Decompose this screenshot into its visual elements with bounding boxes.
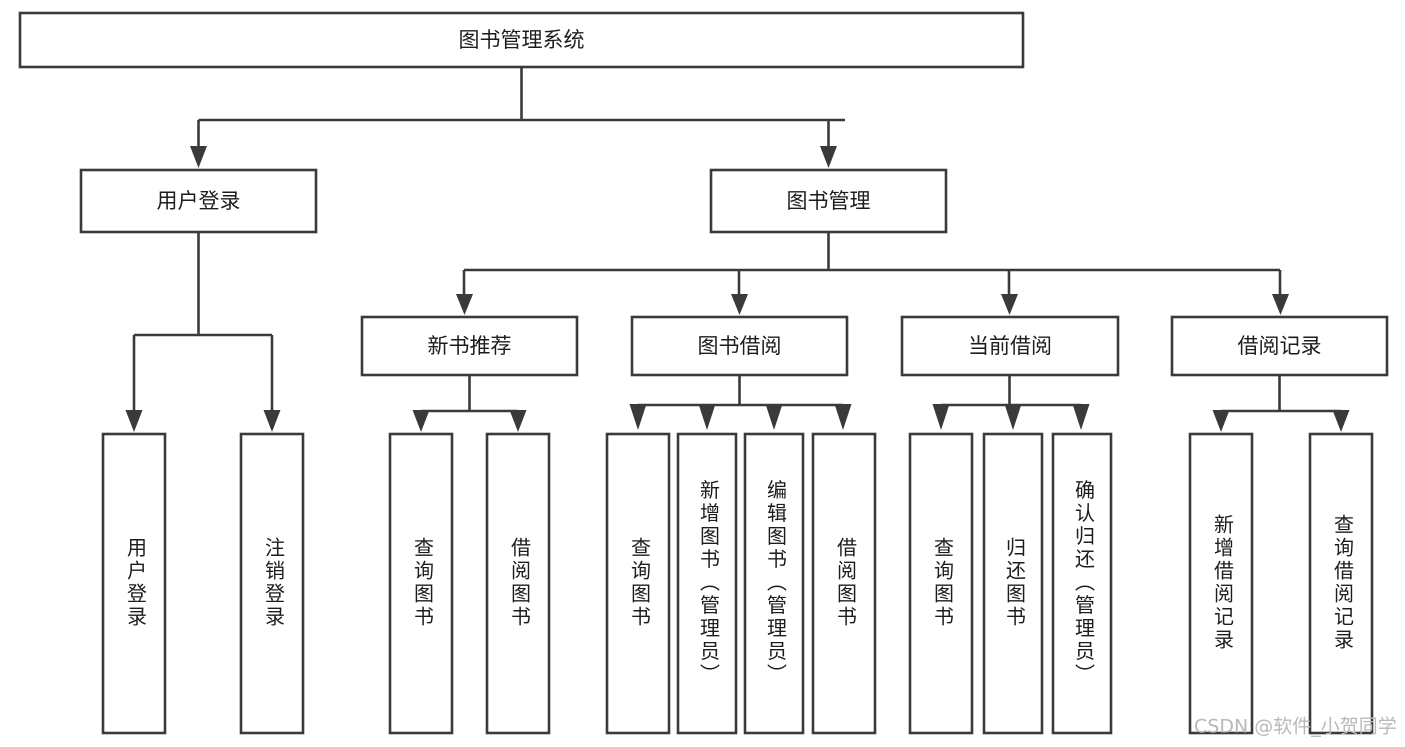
arrow-borrowrecord-to-leaf2: [1332, 410, 1350, 432]
node-leaf-rec-borrow-box[interactable]: [485, 432, 551, 735]
node-current-borrow-box[interactable]: [900, 315, 1120, 377]
node-leaf-cur-query-label: 查询图书: [931, 537, 955, 629]
arrow-bookborrow-to-leaf4: [834, 404, 852, 430]
node-leaf-borrow-query-box[interactable]: [605, 432, 671, 735]
node-leaf-borrow-query-label: 查询图书: [628, 537, 652, 629]
arrow-userlogin-to-leaf1: [125, 410, 143, 432]
node-leaf-user-login-box[interactable]: [101, 432, 167, 735]
node-root-label: 图书管理系统: [459, 28, 585, 52]
node-book-borrow-box[interactable]: [630, 315, 849, 377]
node-leaf-cur-query-box[interactable]: [908, 432, 974, 735]
node-book-manage-box[interactable]: [709, 168, 948, 234]
node-current-borrow-label: 当前借阅: [968, 334, 1052, 358]
node-leaf-rec-add[interactable]: 新增借阅记录: [1188, 432, 1254, 735]
node-leaf-user-logout[interactable]: 注销登录: [239, 432, 305, 735]
arrow-bm-to-currentborrow: [1001, 294, 1018, 315]
arrow-bookborrow-to-leaf2: [698, 404, 716, 430]
node-leaf-cur-confirm[interactable]: 确认归还（管理员）: [1051, 432, 1113, 735]
node-current-borrow[interactable]: 当前借阅: [900, 315, 1120, 377]
node-book-borrow[interactable]: 图书借阅: [630, 315, 849, 377]
node-borrow-record-box[interactable]: [1170, 315, 1389, 377]
node-leaf-cur-confirm-box[interactable]: [1051, 432, 1113, 735]
node-book-manage-label: 图书管理: [787, 189, 871, 213]
arrow-currentborrow-to-leaf2: [1004, 404, 1022, 430]
arrow-bm-to-borrowrecord: [1272, 294, 1289, 315]
watermark-label: CSDN @软件_小贺同学: [1194, 716, 1397, 738]
arrow-bookborrow-to-leaf3: [765, 404, 783, 430]
arrow-currentborrow-to-leaf1: [932, 404, 950, 430]
node-leaf-rec-add-label: 新增借阅记录: [1211, 514, 1235, 652]
node-user-login-box[interactable]: [79, 168, 318, 234]
arrow-root-to-book-manage: [820, 146, 837, 168]
node-leaf-rec-query-label: 查询图书: [411, 537, 435, 629]
arrow-bm-to-bookborrow: [731, 294, 748, 315]
node-leaf-user-logout-box[interactable]: [239, 432, 305, 735]
arrow-bookborrow-to-leaf1: [629, 404, 647, 430]
arrow-currentborrow-to-leaf3: [1072, 404, 1090, 430]
node-leaf-borrow-add-label: 新增图书（管理员）: [697, 479, 721, 686]
node-leaf-cur-query[interactable]: 查询图书: [908, 432, 974, 735]
node-root-box[interactable]: [18, 11, 1025, 69]
node-new-book-rec[interactable]: 新书推荐: [360, 315, 579, 377]
node-new-book-rec-box[interactable]: [360, 315, 579, 377]
node-layer: 图书管理系统 用户登录 图书管理 新书推荐 图书借阅: [18, 11, 1389, 735]
node-book-manage[interactable]: 图书管理: [709, 168, 948, 234]
node-leaf-borrow-add-box[interactable]: [676, 432, 738, 735]
arrow-userlogin-to-leaf2: [263, 410, 281, 432]
connector-layer: [125, 67, 1350, 432]
node-leaf-rec-borrow-label: 借阅图书: [508, 537, 532, 629]
node-borrow-record[interactable]: 借阅记录: [1170, 315, 1389, 377]
node-leaf-cur-confirm-label: 确认归还（管理员）: [1072, 479, 1096, 686]
node-leaf-borrow-do[interactable]: 借阅图书: [811, 432, 877, 735]
node-leaf-cur-return-label: 归还图书: [1003, 537, 1027, 629]
node-leaf-borrow-edit-box[interactable]: [743, 432, 805, 735]
node-leaf-user-logout-label: 注销登录: [262, 537, 286, 629]
node-leaf-rec-query-box[interactable]: [388, 432, 454, 735]
node-leaf-borrow-query[interactable]: 查询图书: [605, 432, 671, 735]
node-book-borrow-label: 图书借阅: [698, 334, 782, 358]
node-leaf-borrow-do-label: 借阅图书: [834, 537, 858, 629]
arrow-bm-to-newbook: [456, 294, 473, 315]
arrow-newbook-to-leaf1: [412, 410, 430, 432]
node-root[interactable]: 图书管理系统: [18, 11, 1025, 69]
node-leaf-user-login-label: 用户登录: [124, 537, 148, 629]
arrow-borrowrecord-to-leaf1: [1212, 410, 1230, 432]
node-leaf-borrow-do-box[interactable]: [811, 432, 877, 735]
node-leaf-rec-search-label: 查询借阅记录: [1331, 514, 1355, 652]
node-leaf-rec-add-box[interactable]: [1188, 432, 1254, 735]
node-new-book-rec-label: 新书推荐: [428, 334, 512, 358]
node-leaf-borrow-add[interactable]: 新增图书（管理员）: [676, 432, 738, 735]
node-leaf-rec-search[interactable]: 查询借阅记录: [1308, 432, 1374, 735]
arrow-newbook-to-leaf2: [509, 410, 527, 432]
node-leaf-cur-return-box[interactable]: [982, 432, 1044, 735]
node-leaf-cur-return[interactable]: 归还图书: [982, 432, 1044, 735]
node-leaf-rec-query[interactable]: 查询图书: [388, 432, 454, 735]
arrow-root-to-user-login: [190, 146, 207, 168]
node-leaf-rec-borrow[interactable]: 借阅图书: [485, 432, 551, 735]
node-leaf-user-login[interactable]: 用户登录: [101, 432, 167, 735]
node-borrow-record-label: 借阅记录: [1238, 334, 1322, 358]
node-leaf-borrow-edit-label: 编辑图书（管理员）: [764, 479, 788, 686]
node-leaf-rec-search-box[interactable]: [1308, 432, 1374, 735]
node-user-login-label: 用户登录: [157, 189, 241, 213]
node-leaf-borrow-edit[interactable]: 编辑图书（管理员）: [743, 432, 805, 735]
node-user-login[interactable]: 用户登录: [79, 168, 318, 234]
